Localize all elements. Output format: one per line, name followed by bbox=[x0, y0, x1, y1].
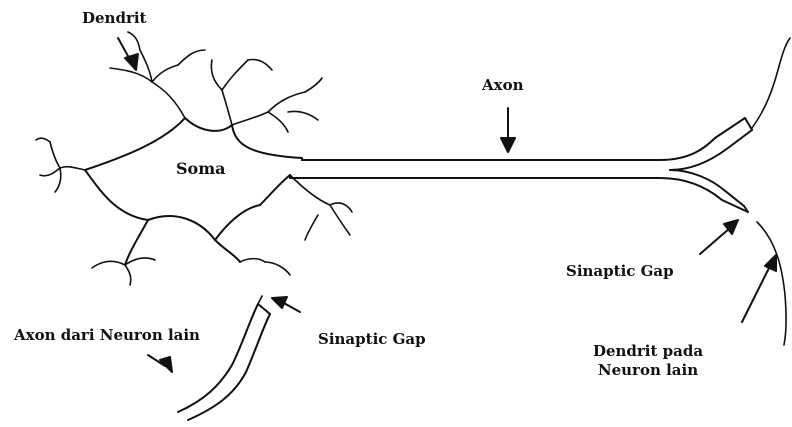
other-neuron-axon bbox=[178, 296, 270, 420]
label-dendrit-pada-neuron-lain: Dendrit pada Neuron lain bbox=[588, 342, 708, 380]
arrow-sinaptic-gap-right bbox=[700, 220, 738, 254]
label-axon: Axon bbox=[482, 76, 524, 95]
arrow-dendrit bbox=[118, 38, 138, 70]
label-dendrit-pada-line2: Neuron lain bbox=[588, 361, 708, 380]
label-axon-dari-neuron-lain: Axon dari Neuron lain bbox=[14, 326, 200, 345]
axon bbox=[290, 118, 752, 212]
other-neuron-dendrite-right bbox=[752, 38, 790, 345]
arrow-axon-dari bbox=[148, 355, 172, 372]
label-soma: Soma bbox=[176, 159, 226, 178]
label-dendrit-pada-line1: Dendrit pada bbox=[588, 342, 708, 361]
arrow-dendrit-pada bbox=[742, 255, 776, 322]
soma-outline bbox=[85, 118, 302, 265]
label-sinaptic-gap-left: Sinaptic Gap bbox=[318, 330, 426, 349]
label-sinaptic-gap-right: Sinaptic Gap bbox=[566, 262, 674, 281]
arrow-axon bbox=[501, 108, 515, 152]
arrow-sinaptic-gap-left bbox=[272, 297, 300, 312]
label-dendrit: Dendrit bbox=[82, 9, 146, 28]
